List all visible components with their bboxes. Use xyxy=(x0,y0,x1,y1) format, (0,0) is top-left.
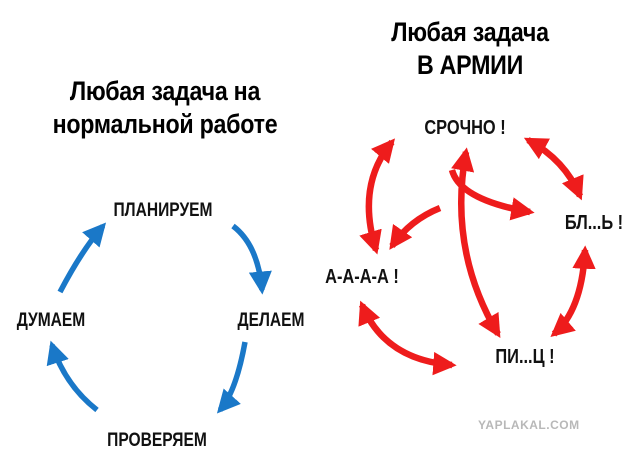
node-pizdec: ПИ...Ц ! xyxy=(495,344,554,367)
node-check: ПРОВЕРЯЕМ xyxy=(107,429,207,451)
watermark: YAPLAKAL.COM xyxy=(478,418,580,432)
arrow-think-to-plan xyxy=(57,222,107,294)
army-chaos-nodes: СРОЧНО ! БЛ...Ь ! ПИ...Ц ! А-А-А-А ! xyxy=(325,115,623,367)
arrow-plan-to-do xyxy=(231,223,272,295)
army-chaos-arrows xyxy=(358,137,596,376)
normal-work-title-line1: Любая задача на xyxy=(69,76,261,106)
army-title-line1: Любая задача xyxy=(391,17,549,47)
arrow-aaaa-pizdec xyxy=(358,300,457,376)
arrow-do-to-check xyxy=(216,341,248,414)
normal-work-title: Любая задача на нормальной работе xyxy=(23,75,307,141)
arrow-blyat-pizdec xyxy=(550,245,596,338)
arrow-check-to-think xyxy=(46,340,99,413)
node-urgent: СРОЧНО ! xyxy=(424,115,505,138)
arrow-pizdec-urgent xyxy=(451,147,501,339)
node-aaaa: А-А-А-А ! xyxy=(325,264,399,287)
node-do: ДЕЛАЕМ xyxy=(238,309,305,331)
arrow-urgent-inner-to-blyat xyxy=(448,168,535,221)
army-title: Любая задача В АРМИИ xyxy=(341,16,599,82)
node-think: ДУМАЕМ xyxy=(17,309,86,331)
node-plan: ПЛАНИРУЕМ xyxy=(113,199,212,221)
normal-cycle-arrows xyxy=(46,222,272,414)
arrow-urgent-aaaa xyxy=(359,138,396,255)
arrow-urgent-blyat xyxy=(523,137,584,201)
arrow-inner-to-aaaa xyxy=(389,204,442,250)
node-blyat: БЛ...Ь ! xyxy=(565,210,623,233)
army-title-line2: В АРМИИ xyxy=(416,50,524,80)
normal-cycle-nodes: ПЛАНИРУЕМ ДЕЛАЕМ ПРОВЕРЯЕМ ДУМАЕМ xyxy=(17,199,305,451)
normal-work-title-line2: нормальной работе xyxy=(52,109,278,139)
